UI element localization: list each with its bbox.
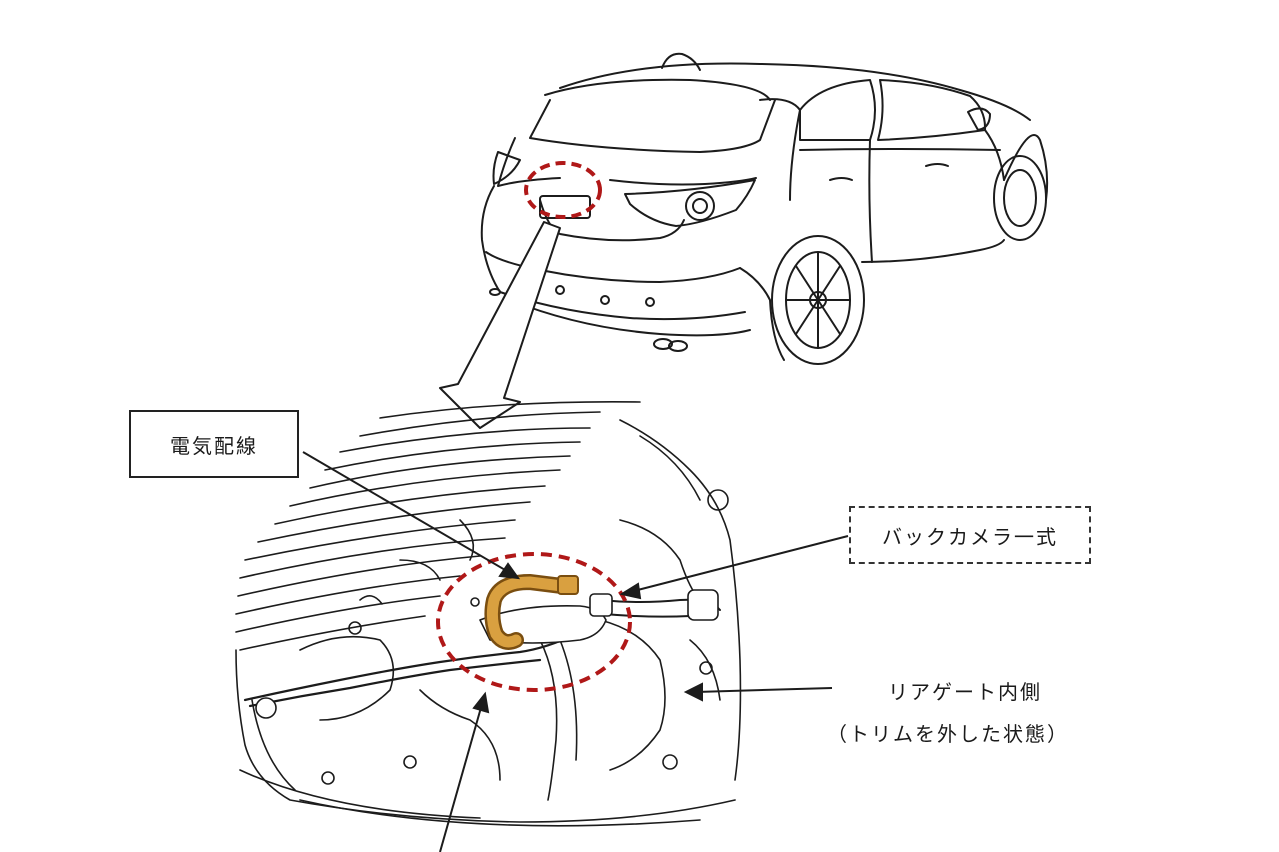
wiring-connector-end xyxy=(557,575,579,595)
camera-assembly-label: バックカメラ一式 xyxy=(849,506,1091,564)
leader-lines xyxy=(302,451,849,852)
liftgate-inside-caption: リアゲート内側 xyxy=(888,680,1042,704)
wiring-label: 電気配線 xyxy=(129,410,299,478)
camera-assembly-highlight xyxy=(436,552,632,692)
highlighted-wiring-fill xyxy=(486,576,568,648)
car-illustration xyxy=(480,52,1049,365)
trim-removed-caption: （トリムを外した状態） xyxy=(827,722,1069,746)
callout-arrow xyxy=(439,221,561,429)
camera-location-highlight xyxy=(524,161,602,219)
